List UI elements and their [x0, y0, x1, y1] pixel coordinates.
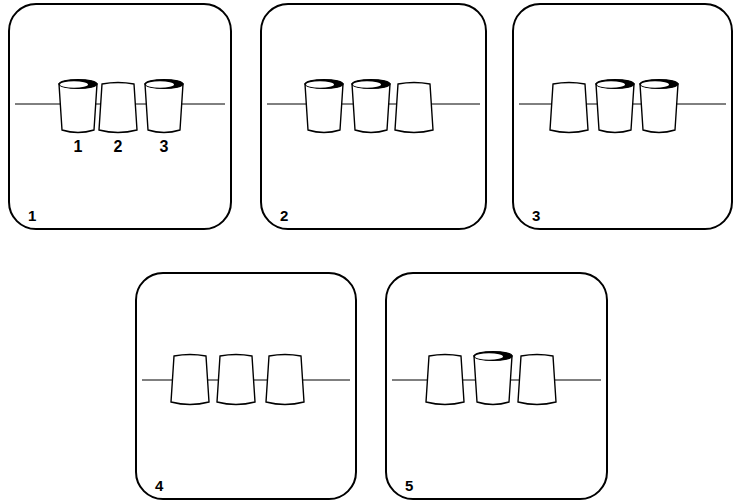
panel-frame: 4 — [135, 272, 357, 500]
cup-row — [519, 80, 726, 133]
cup-row — [392, 352, 601, 405]
cup — [266, 355, 304, 405]
cup — [171, 355, 209, 405]
cup — [352, 80, 390, 133]
cup — [474, 352, 512, 405]
cup-row — [142, 355, 350, 405]
cup — [596, 80, 634, 133]
cup-number: 2 — [114, 138, 123, 156]
panel-number: 1 — [28, 207, 36, 224]
cup — [550, 83, 588, 133]
cup — [640, 80, 678, 133]
cup — [426, 355, 464, 405]
panel-frame: 5 — [385, 272, 608, 500]
panel-number: 4 — [155, 477, 163, 494]
cup — [145, 80, 183, 133]
cup — [305, 80, 343, 133]
cup — [395, 83, 433, 133]
cup-row — [267, 80, 480, 133]
panel-frame: 2 — [260, 3, 487, 230]
cup — [518, 355, 556, 405]
cup — [59, 80, 97, 133]
panel-frame: 3 — [512, 3, 733, 230]
panel-number: 2 — [280, 207, 288, 224]
cup — [217, 355, 255, 405]
cup-row — [15, 80, 225, 133]
panel-number: 5 — [405, 477, 413, 494]
cup — [99, 83, 137, 133]
cup-number: 3 — [160, 138, 169, 156]
panel-frame: 1 — [8, 3, 232, 230]
panel-number: 3 — [532, 207, 540, 224]
cup-number: 1 — [74, 138, 83, 156]
